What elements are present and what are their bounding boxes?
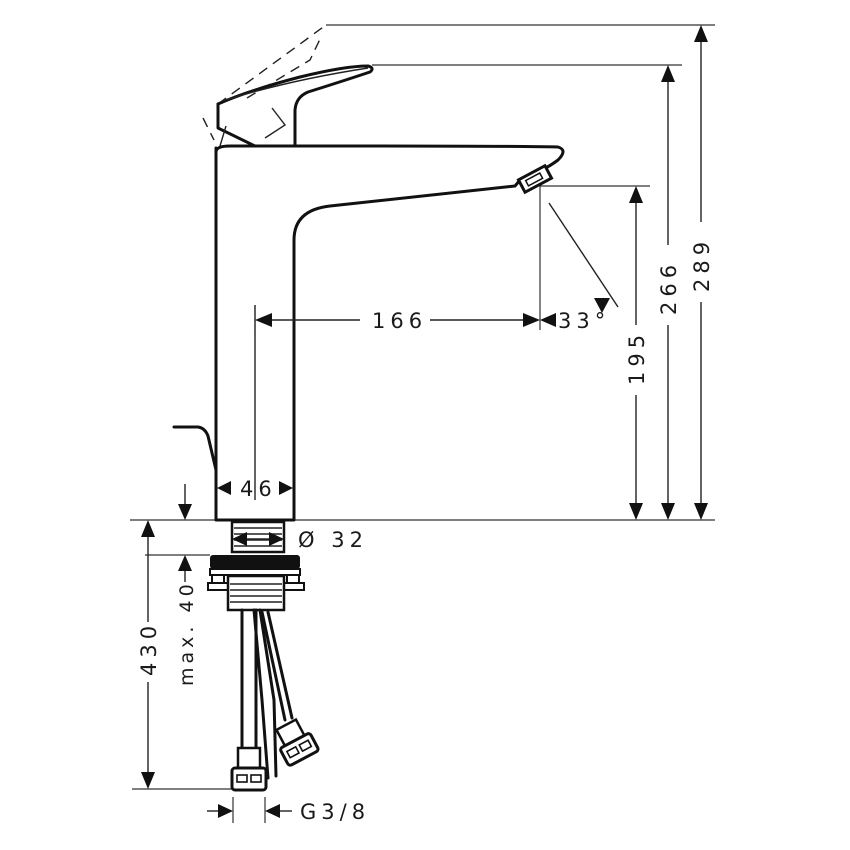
svg-text:46: 46 xyxy=(240,477,277,501)
faucet-body xyxy=(214,144,565,522)
popup-rod xyxy=(172,425,218,472)
svg-text:max. 40: max. 40 xyxy=(176,580,198,686)
svg-text:166: 166 xyxy=(372,309,427,333)
extension-lines xyxy=(130,24,715,790)
dim-lever-height: 266 xyxy=(657,65,681,520)
supply-hoses xyxy=(230,608,320,792)
svg-text:G3/8: G3/8 xyxy=(300,800,370,824)
mounting-shank xyxy=(207,520,305,612)
dim-hose-length: 430 xyxy=(137,520,161,789)
dim-shank-diameter: Ø 32 xyxy=(232,528,368,552)
svg-text:266: 266 xyxy=(657,260,681,315)
dim-hose-connection: G3/8 xyxy=(207,797,370,824)
dim-spout-height: 195 xyxy=(625,186,649,520)
lever-open-dashed xyxy=(202,24,327,141)
aerator xyxy=(516,163,554,195)
dim-counter-thickness: max. 40 xyxy=(176,484,198,686)
svg-text:430: 430 xyxy=(137,621,161,676)
dim-spout-reach: 166 xyxy=(254,186,541,335)
lever xyxy=(216,64,374,148)
svg-text:195: 195 xyxy=(625,330,649,385)
dim-lever-open-height: 289 xyxy=(690,25,714,520)
svg-text:289: 289 xyxy=(690,237,714,292)
dim-spray-angle: 33° xyxy=(540,202,619,333)
dim-body-width: 46 xyxy=(217,477,293,501)
svg-text:33°: 33° xyxy=(558,309,610,333)
svg-text:Ø 32: Ø 32 xyxy=(298,528,368,552)
